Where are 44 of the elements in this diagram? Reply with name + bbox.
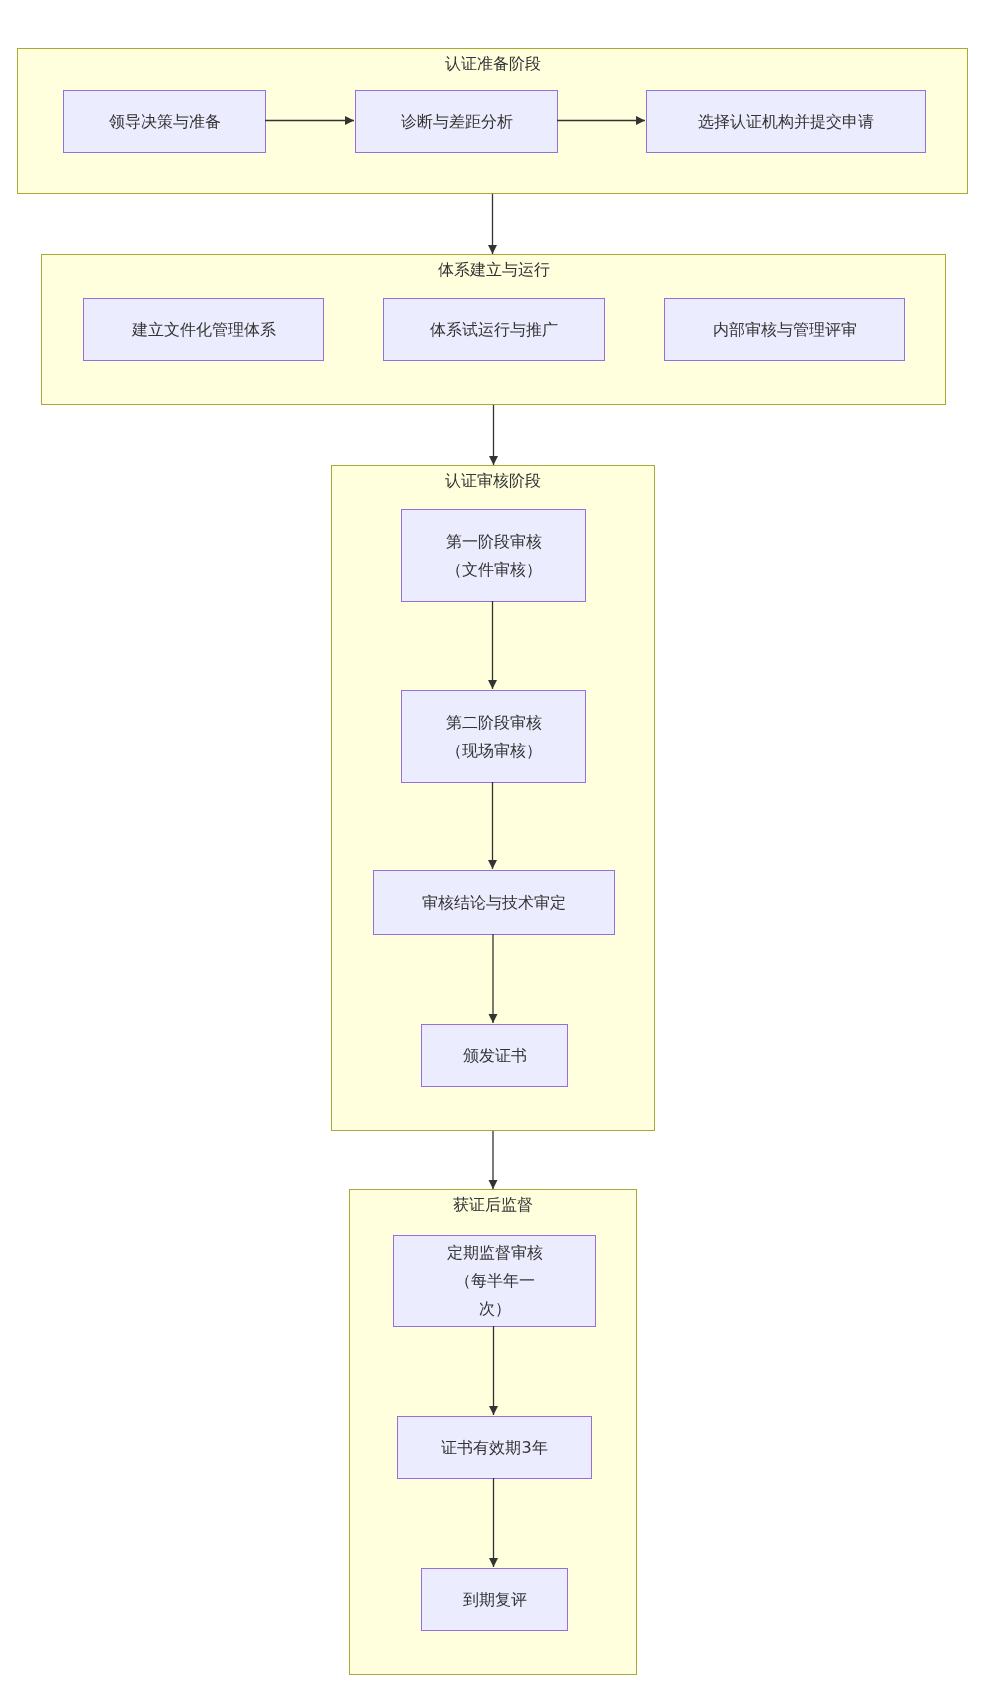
box-text: 审核结论与技术审定 [422,891,566,914]
process-box [421,1568,568,1631]
process-box [63,90,266,153]
box-text: 体系试运行与推广 [430,318,558,341]
process-box [383,298,605,361]
box-text: 建立文件化管理体系 [131,318,276,341]
group-panel [17,48,968,194]
arrow [487,193,498,255]
process-box [401,690,586,783]
arrow [488,1477,499,1568]
group-panel [331,465,655,1131]
box-text: 诊断与差距分析 [400,110,513,133]
box-text: 第二阶段审核（现场审核） [444,711,543,762]
arrow [264,115,355,126]
group-panel [41,254,946,405]
arrow [488,1325,499,1416]
arrow [488,1130,498,1190]
process-box [355,90,558,153]
process-box [401,509,586,602]
group-panel [349,1189,637,1675]
process-box [646,90,926,153]
arrow [556,115,646,126]
process-box [664,298,905,361]
box-text: 到期复评 [462,1588,527,1611]
group-title: 获证后监督 [452,1194,534,1216]
box-text: 领导决策与准备 [108,110,221,133]
arrow [488,933,498,1024]
box-text: 定期监督审核（每半年一次） [445,1242,544,1320]
process-box [393,1235,596,1327]
arrow [487,781,498,870]
process-box [397,1416,592,1479]
group-title: 认证审核阶段 [444,470,542,492]
arrow [487,600,498,690]
process-box [83,298,324,361]
group-title: 体系建立与运行 [436,259,551,281]
box-text: 选择认证机构并提交申请 [698,110,874,133]
box-text: 内部审核与管理评审 [712,318,857,341]
box-text: 颁发证书 [462,1044,527,1067]
process-box [373,870,615,935]
group-title: 认证准备阶段 [443,53,542,75]
process-box [421,1024,568,1087]
box-text: 证书有效期3年 [441,1436,548,1459]
arrow [488,404,499,466]
box-text: 第一阶段审核（文件审核） [444,530,543,581]
